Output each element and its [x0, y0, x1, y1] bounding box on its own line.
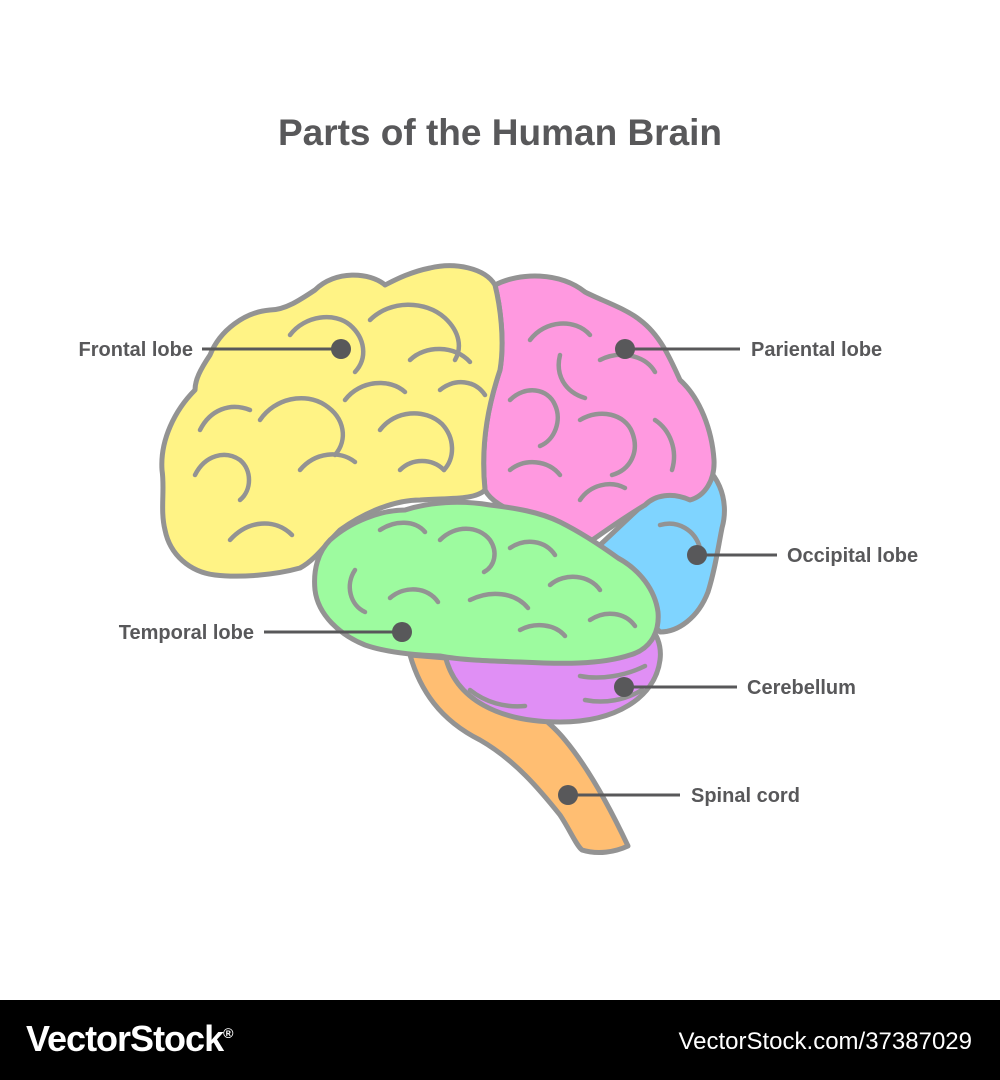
brain-diagram: Frontal lobe Pariental lobe Occipital lo… — [79, 263, 918, 856]
temporal-lobe-dot — [392, 622, 412, 642]
frontal-lobe-dot — [331, 339, 351, 359]
parietal-lobe-dot — [615, 339, 635, 359]
vectorstock-logo: VectorStock® — [26, 1018, 233, 1060]
spinal-cord-label: Spinal cord — [691, 785, 800, 807]
occipital-lobe-dot — [687, 545, 707, 565]
frontal-lobe-label: Frontal lobe — [79, 339, 193, 361]
page-title: Parts of the Human Brain — [277, 112, 723, 153]
occipital-lobe-label: Occipital lobe — [787, 545, 918, 567]
frontal-lobe-region — [159, 263, 505, 579]
temporal-lobe-label: Temporal lobe — [119, 622, 254, 644]
image-reference: VectorStock.com/37387029 — [678, 1028, 972, 1055]
leader-lines — [202, 339, 777, 805]
spinal-cord-dot — [558, 785, 578, 805]
registered-mark: ® — [223, 1025, 233, 1041]
footer-bar: VectorStock® VectorStock.com/37387029 — [0, 1000, 1000, 1080]
parietal-lobe-label: Pariental lobe — [751, 339, 882, 361]
brand-name: VectorStock — [26, 1018, 224, 1059]
cerebellum-dot — [614, 677, 634, 697]
brain-folds — [192, 302, 703, 709]
cerebellum-label: Cerebellum — [747, 677, 856, 699]
